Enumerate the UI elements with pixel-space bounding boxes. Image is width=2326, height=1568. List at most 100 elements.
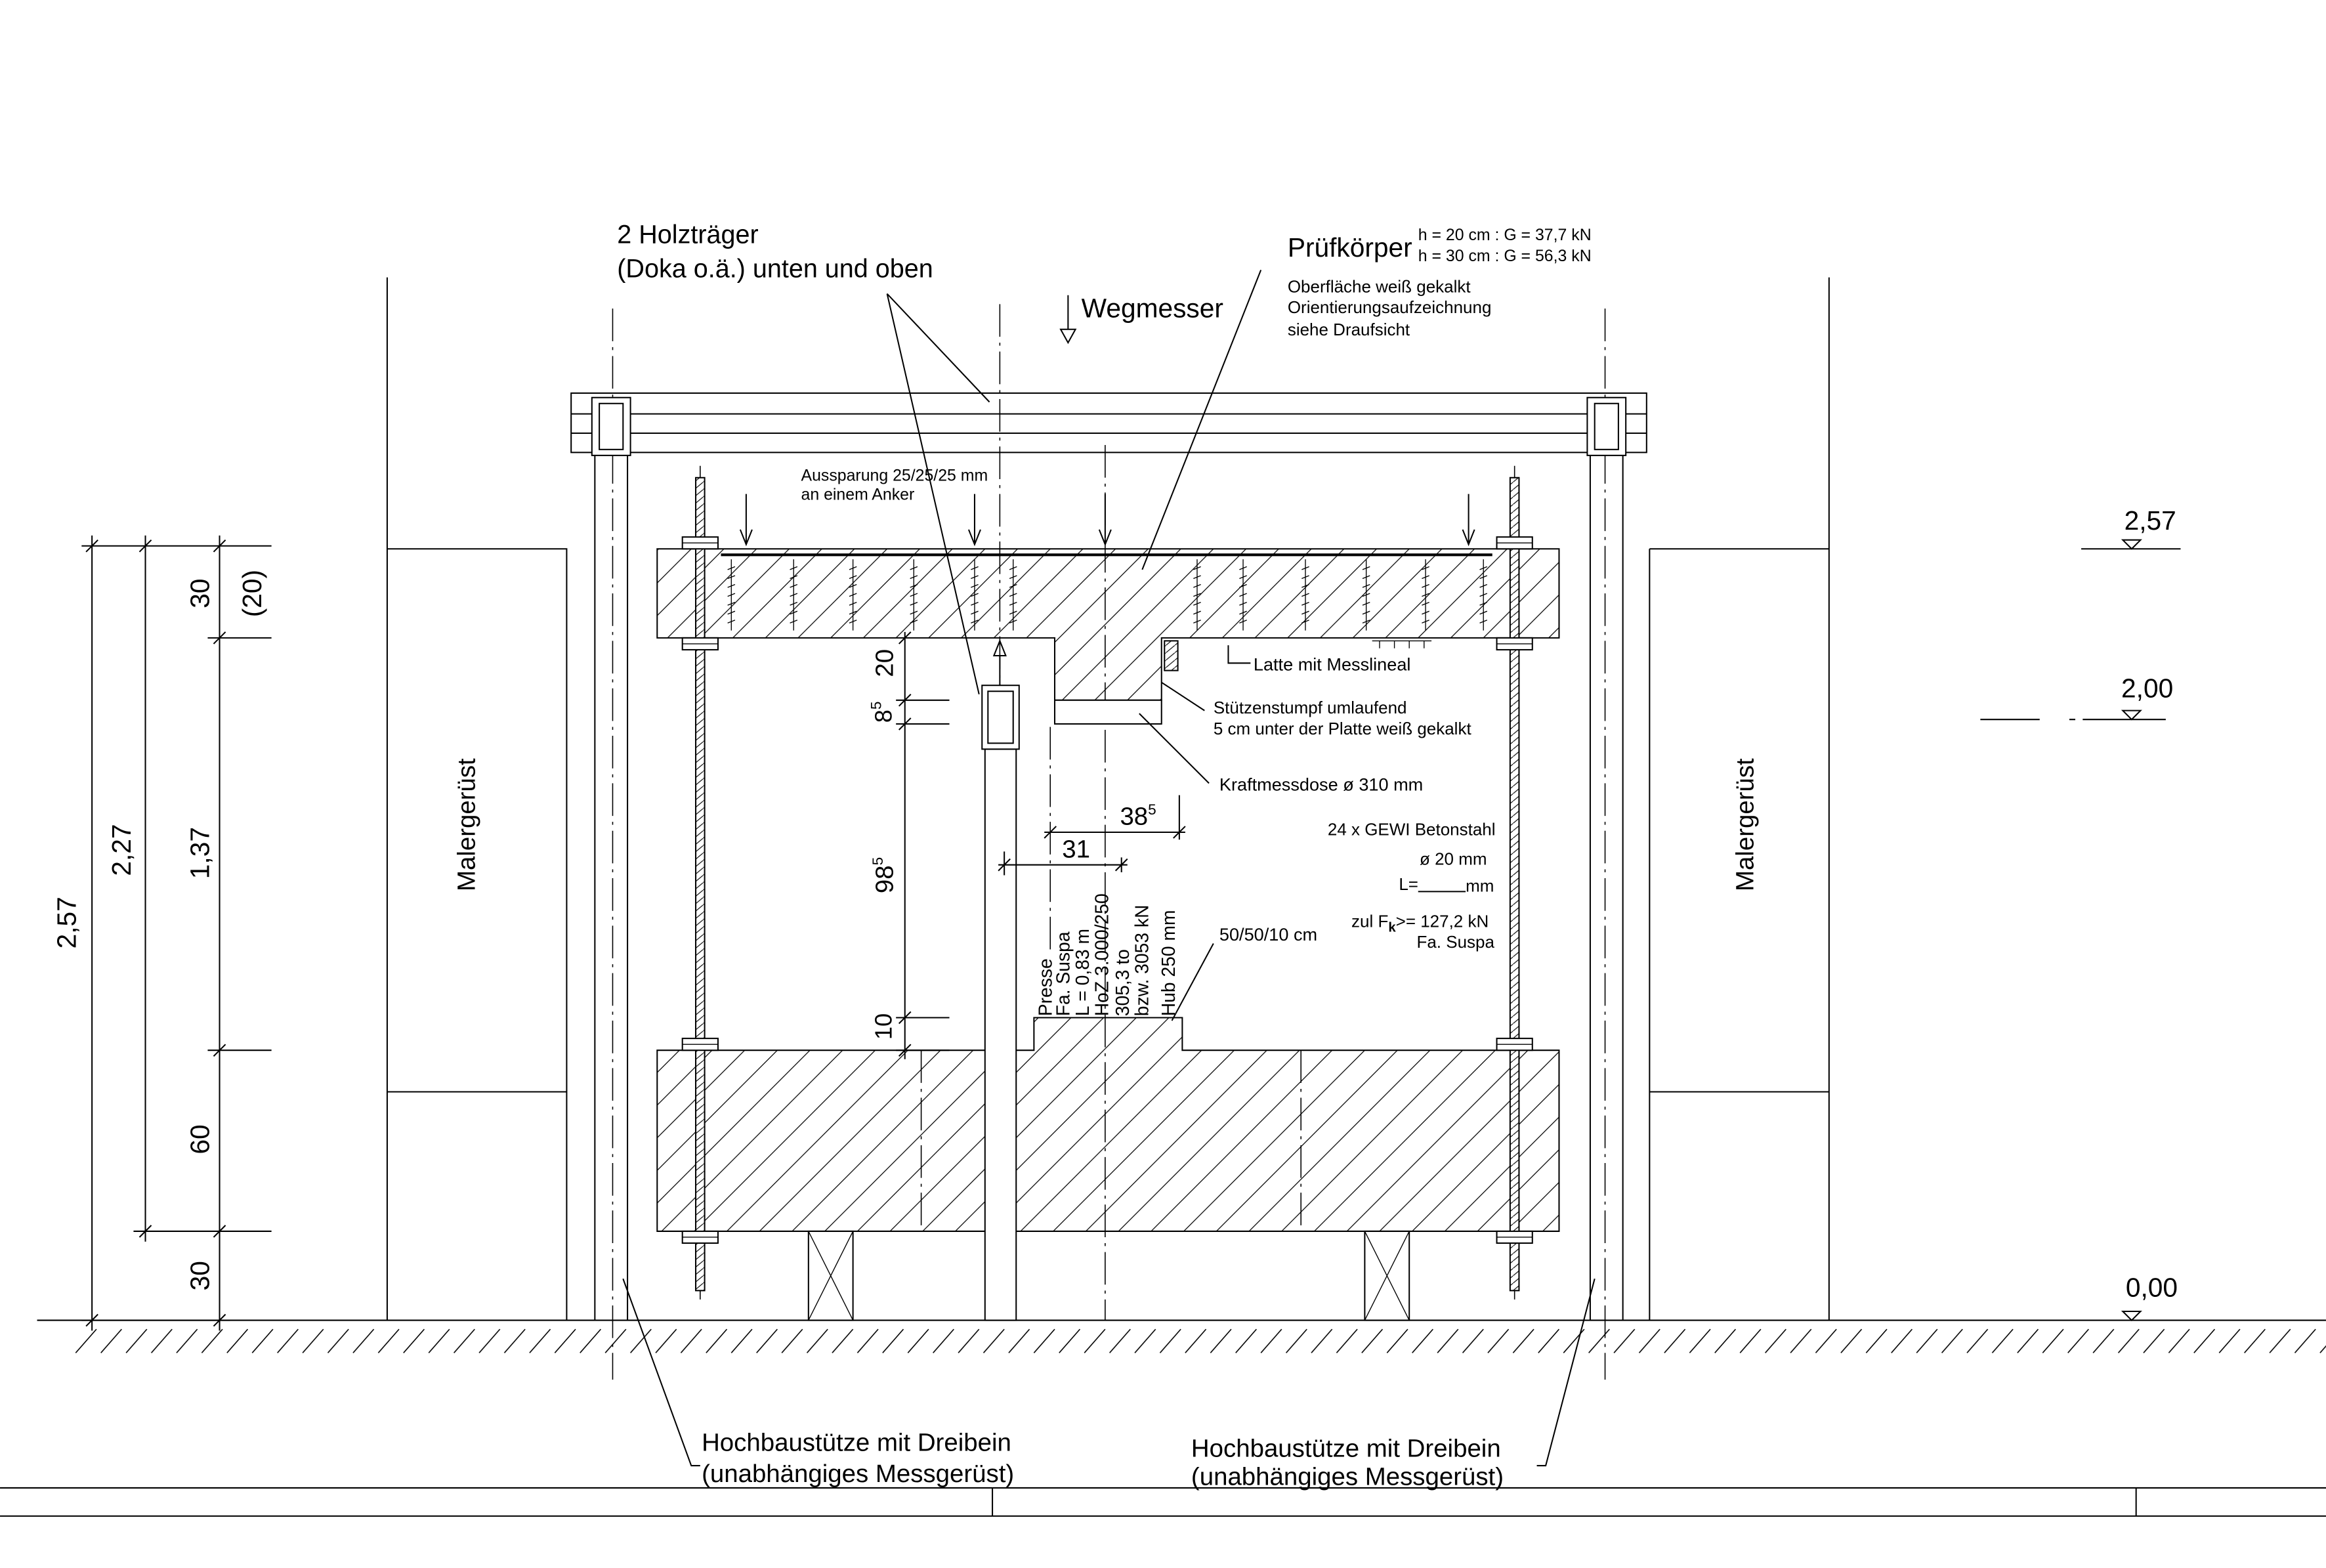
dim-total-height: 2,57 xyxy=(51,897,81,948)
scaffold-right-label: Malergerüst xyxy=(1731,758,1760,891)
prop-left xyxy=(591,396,631,1321)
press-line-4: HoZ 3.000/250 xyxy=(1091,893,1112,1016)
prop-right xyxy=(1586,396,1627,1321)
load-arrows xyxy=(739,494,1475,547)
dim-width-main: 38 xyxy=(1120,803,1148,831)
dimension-tick xyxy=(1114,858,1128,872)
left-dimensions: 2,57 2,27 30 (20) 1,37 60 30 xyxy=(51,535,272,1331)
specimen-weight-h20: h = 20 cm : G = 37,7 kN xyxy=(1418,226,1592,244)
top-slab-screws xyxy=(727,559,1488,631)
measuring-batten-body xyxy=(1164,640,1179,671)
ground-hatch xyxy=(74,1324,2326,1355)
dimension-tick xyxy=(998,858,1011,872)
leader-lines xyxy=(622,269,1596,1467)
gewi-anchor-rod xyxy=(1509,477,1520,1292)
centerlines xyxy=(612,304,1606,1380)
dimension-tick xyxy=(1044,826,1057,839)
dim-load-cell-main: 8 xyxy=(870,710,897,723)
timber-beam-outline xyxy=(570,392,1647,454)
gewi-diameter-label: ø 20 mm xyxy=(1420,849,1487,869)
elevation-markers: 2,57 2,00 0,00 xyxy=(1980,505,2181,1321)
dial-gauge-inner xyxy=(987,690,1014,744)
ground xyxy=(37,1319,2326,1355)
gewi-anchor-rod xyxy=(695,477,706,1292)
measuring-scale xyxy=(1372,640,1432,648)
elevation-ground-marker xyxy=(2121,1310,2142,1321)
elevation-top-line xyxy=(2081,539,2181,550)
support-block-right xyxy=(1364,1230,1410,1321)
screw xyxy=(1422,559,1429,631)
measuring-batten-label: Latte mit Messlineal xyxy=(1254,654,1411,675)
support-blocks xyxy=(807,1230,1410,1321)
recess-label-1: Aussparung 25/25/25 mm xyxy=(801,466,988,484)
dimension-ticks xyxy=(85,539,1186,1327)
left-dimension-lines xyxy=(81,535,272,1331)
dimension-tick xyxy=(898,631,912,645)
fk-prefix: zul F xyxy=(1351,912,1388,931)
specimen-note-1: Oberfläche weiß gekalkt xyxy=(1288,276,1471,296)
recess-label-2: an einem Anker xyxy=(801,486,915,504)
prop-right-head xyxy=(1586,396,1627,456)
prop-right-shaft xyxy=(1589,455,1624,1321)
support-block-left xyxy=(807,1230,854,1321)
dimension-tick xyxy=(213,539,226,553)
prop-left-head-inner xyxy=(599,402,624,450)
dimension-tick xyxy=(898,717,912,731)
gewi-allowable-load: zul Fk>= 127,2 kN xyxy=(1351,912,1489,935)
timber-beams-top xyxy=(570,392,1647,454)
dim-press-sup: 5 xyxy=(870,857,886,866)
press-line-1: Presse xyxy=(1034,958,1055,1016)
gewi-anchors xyxy=(681,477,1533,1292)
prop-right-label-1: Hochbaustütze mit Dreibein xyxy=(1191,1434,1501,1462)
prop-left-shaft xyxy=(594,455,629,1321)
press-line-3: L = 0,83 m xyxy=(1072,929,1093,1016)
specimen-weight-h30: h = 30 cm : G = 56,3 kN xyxy=(1418,247,1592,265)
dim-clear-height: 1,37 xyxy=(185,827,215,879)
gauge-up-arrow xyxy=(992,639,1007,686)
dimension-tick xyxy=(898,694,912,707)
load-arrow xyxy=(739,494,753,547)
dimension-tick xyxy=(1173,826,1186,839)
horizontal-dimensions: 385 31 xyxy=(998,795,1185,876)
dim-offset: 31 xyxy=(1062,835,1090,863)
elevation-mid-label: 2,00 xyxy=(2121,673,2173,703)
timber-beam-inner-lines xyxy=(571,413,1647,434)
dim-stub: 20 xyxy=(871,649,899,677)
load-cell xyxy=(1053,699,1162,725)
top-slab xyxy=(656,548,1560,701)
dim-press: 985 xyxy=(870,857,899,893)
scaffold-left-outline xyxy=(386,277,568,1321)
bottom-slab xyxy=(656,1017,1560,1232)
scaffold-left: Malergerüst xyxy=(386,277,568,1321)
load-arrow xyxy=(1098,494,1112,547)
specimen-note-3: siehe Draufsicht xyxy=(1288,320,1410,339)
measuring-post xyxy=(984,748,1017,1321)
screw xyxy=(1479,559,1488,631)
prop-left-label-2: (unabhängiges Messgerüst) xyxy=(702,1460,1014,1488)
dimension-tick xyxy=(85,1313,98,1327)
dimension-tick xyxy=(213,1313,226,1327)
dimension-tick xyxy=(213,1225,226,1238)
screw xyxy=(849,559,857,631)
wegmesser-label: Wegmesser xyxy=(1082,293,1223,324)
screw xyxy=(971,559,979,631)
prop-right-head-inner xyxy=(1594,402,1619,450)
dim-width: 385 xyxy=(1120,801,1156,831)
fk-value: >= 127,2 kN xyxy=(1396,912,1489,931)
screw xyxy=(1009,559,1017,631)
dim-load-cell: 85 xyxy=(868,702,897,723)
prop-left-label-1: Hochbaustütze mit Dreibein xyxy=(702,1428,1011,1456)
dimension-tick xyxy=(213,1044,226,1057)
screw xyxy=(910,559,918,631)
title-block-lines xyxy=(0,1487,2326,1517)
elevation-top-label: 2,57 xyxy=(2125,505,2176,536)
scaffold-left-label: Malergerüst xyxy=(452,758,480,891)
screw xyxy=(1193,559,1201,631)
press-line-6: bzw. 3053 kN xyxy=(1131,905,1152,1017)
displacement-gauge xyxy=(981,639,1020,1321)
dim-width-sup: 5 xyxy=(1148,801,1156,818)
pedestal-label: 50/50/10 cm xyxy=(1219,924,1317,944)
column-stub-label-1: Stützenstumpf umlaufend xyxy=(1214,698,1407,717)
fk-subscript: k xyxy=(1388,920,1396,935)
screw xyxy=(1301,559,1309,631)
